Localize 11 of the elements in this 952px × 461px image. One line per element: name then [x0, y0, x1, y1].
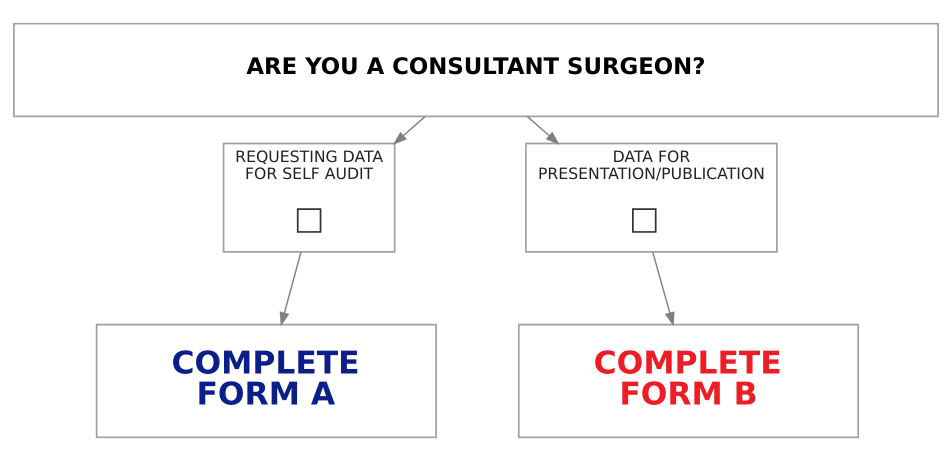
node-box: COMPLETE FORM A [96, 324, 437, 438]
node-box: COMPLETE FORM B [518, 324, 860, 438]
node-box [296, 208, 322, 233]
arrow [652, 252, 675, 326]
cluster: REQUESTING DATA FOR SELF AUDIT [222, 142, 396, 253]
cluster: DATA FOR PRESENTATION/PUBLICATION [525, 142, 778, 253]
arrow [392, 116, 426, 145]
node-box [632, 208, 657, 233]
arrow [280, 252, 302, 326]
node-box: ARE YOU A CONSULTANT SURGEON? [13, 22, 939, 118]
arrow [526, 116, 560, 145]
